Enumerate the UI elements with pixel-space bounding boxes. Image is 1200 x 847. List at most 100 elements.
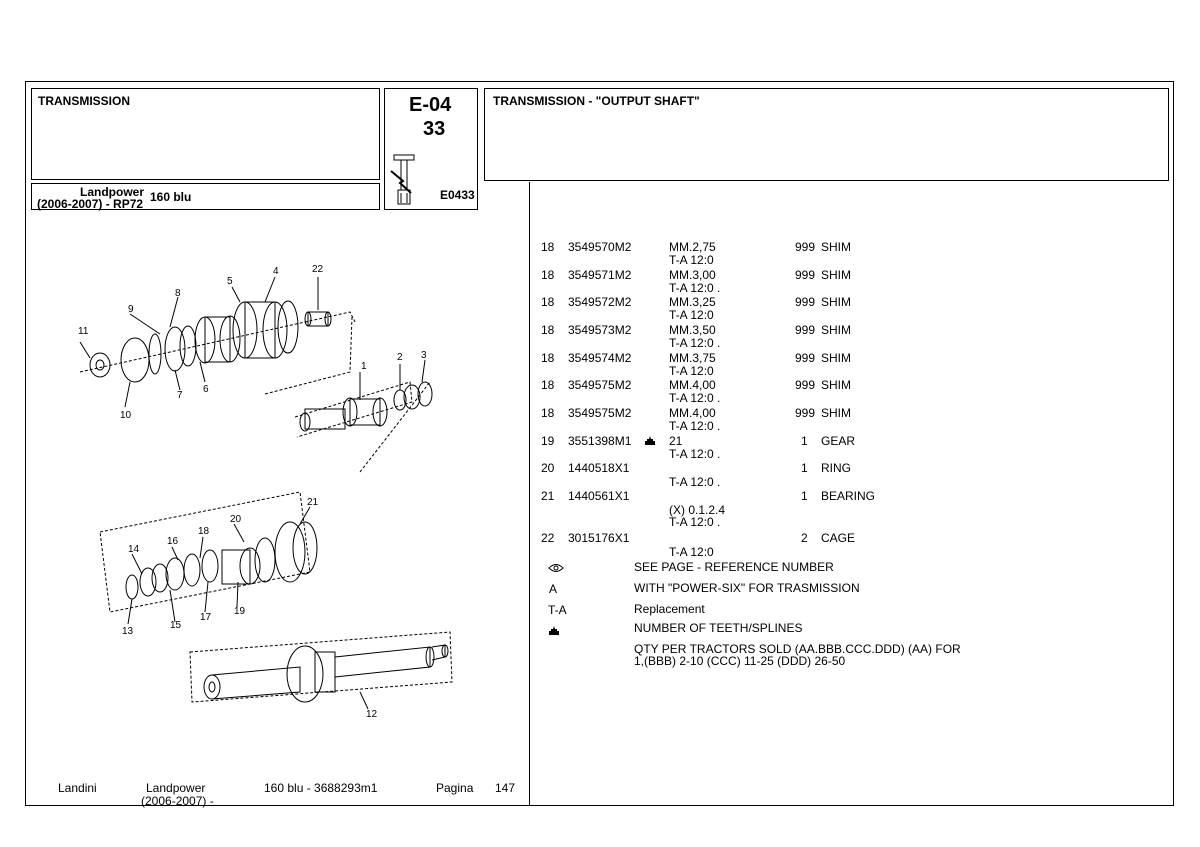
model-suffix: 160 blu bbox=[150, 190, 192, 204]
callout-1: 1 bbox=[361, 361, 367, 372]
legend-item: SEE PAGE - REFERENCE NUMBER bbox=[540, 560, 1140, 574]
part-code: 3015176X1 bbox=[568, 531, 630, 545]
model-line2: (2006-2007) - RP72 bbox=[37, 197, 144, 211]
part-qty: 999 bbox=[795, 406, 816, 420]
legend-text: NUMBER OF TEETH/SPLINES bbox=[634, 621, 803, 635]
part-note: T-A 12:0 . bbox=[669, 336, 721, 350]
part-qty: 999 bbox=[795, 351, 816, 365]
part-qty: 999 bbox=[795, 240, 816, 254]
callout-16: 16 bbox=[167, 536, 179, 547]
legend-item: A WITH "POWER-SIX" FOR TRASMISSION bbox=[540, 581, 1140, 596]
footer-page-label: Pagina bbox=[436, 781, 474, 795]
image-code: E0433 bbox=[440, 188, 475, 202]
callout-7: 7 bbox=[177, 390, 183, 401]
part-ref: 22 bbox=[541, 531, 555, 545]
part-row: 20 1440518X1 1 RING T-A 12:0 . bbox=[540, 462, 1180, 490]
shaft-icon bbox=[390, 154, 415, 205]
part-desc: MM.3,50 bbox=[669, 323, 716, 337]
part-row: 18 3549570M2 MM.2,75 999 SHIM T-A 12:0 bbox=[540, 241, 1180, 269]
part-name: CAGE bbox=[821, 531, 856, 545]
section-subcode: 33 bbox=[423, 118, 446, 140]
part-code: 3549572M2 bbox=[568, 295, 632, 309]
part-row: 19 3551398M1 21 1 GEAR T-A 12:0 . bbox=[540, 435, 1180, 463]
part-ref: 21 bbox=[541, 489, 555, 503]
callout-15: 15 bbox=[170, 620, 182, 631]
page-frame bbox=[25, 81, 1174, 806]
part-note: T-A 12:0 . bbox=[669, 419, 721, 433]
teeth-icon bbox=[548, 625, 560, 639]
part-desc: MM.3,25 bbox=[669, 295, 716, 309]
footer-page-number: 147 bbox=[495, 781, 516, 795]
part-desc: MM.4,00 bbox=[669, 406, 716, 420]
part-code: 3549575M2 bbox=[568, 378, 632, 392]
part-name: BEARING bbox=[821, 489, 876, 503]
legend-item: QTY PER TRACTORS SOLD (AA.BBB.CCC.DDD) (… bbox=[540, 642, 1140, 670]
part-ref: 19 bbox=[541, 434, 555, 448]
part-note: T-A 12:0 bbox=[669, 545, 714, 559]
part-ref: 18 bbox=[541, 240, 555, 254]
legend-text: WITH "POWER-SIX" FOR TRASMISSION bbox=[634, 581, 860, 595]
part-ref: 18 bbox=[541, 406, 555, 420]
part-name: SHIM bbox=[821, 240, 851, 254]
callout-4: 4 bbox=[273, 266, 279, 277]
part-name: SHIM bbox=[821, 378, 851, 392]
legend: SEE PAGE - REFERENCE NUMBER A WITH "POWE… bbox=[540, 560, 1170, 670]
part-ref: 18 bbox=[541, 295, 555, 309]
part-name: SHIM bbox=[821, 295, 851, 309]
callout-2: 2 bbox=[397, 352, 403, 363]
eye-icon bbox=[548, 562, 564, 576]
callout-10: 10 bbox=[120, 410, 132, 421]
part-row: 18 3549571M2 MM.3,00 999 SHIM T-A 12:0 . bbox=[540, 269, 1180, 297]
exploded-parts-diagram: 22 4 5 8 9 11 2 3 1 6 7 10 21 20 18 16 1… bbox=[78, 264, 453, 720]
part-row: 18 3549573M2 MM.3,50 999 SHIM T-A 12:0 . bbox=[540, 324, 1180, 352]
model-box: Landpower (2006-2007) - RP72 160 blu bbox=[31, 183, 380, 211]
callout-19: 19 bbox=[234, 606, 246, 617]
part-note: T-A 12:0 . bbox=[669, 475, 721, 489]
part-desc: MM.3,75 bbox=[669, 351, 716, 365]
part-code: 3551398M1 bbox=[568, 434, 632, 448]
part-qty: 1 bbox=[801, 434, 808, 448]
part-note: T-A 12:0 . bbox=[669, 447, 721, 461]
part-qty: 1 bbox=[801, 489, 808, 503]
part-qty: 999 bbox=[795, 378, 816, 392]
legend-item: NUMBER OF TEETH/SPLINES bbox=[540, 621, 1140, 635]
part-row: 18 3549572M2 MM.3,25 999 SHIM T-A 12:0 bbox=[540, 296, 1180, 324]
legend-symbol: A bbox=[549, 582, 558, 596]
part-note: T-A 12:0 bbox=[669, 253, 714, 267]
legend-text: Replacement bbox=[634, 602, 705, 616]
part-ref: 18 bbox=[541, 378, 555, 392]
callout-5: 5 bbox=[227, 276, 233, 287]
part-row: 18 3549575M2 MM.4,00 999 SHIM T-A 12:0 . bbox=[540, 379, 1180, 407]
part-row: 18 3549575M2 MM.4,00 999 SHIM T-A 12:0 . bbox=[540, 407, 1180, 435]
part-name: GEAR bbox=[821, 434, 856, 448]
part-desc: 21 bbox=[669, 434, 683, 448]
part-name: SHIM bbox=[821, 351, 851, 365]
part-note: (X) 0.1.2.4 bbox=[669, 503, 726, 517]
callout-11: 11 bbox=[78, 326, 89, 337]
part-row: 22 3015176X1 2 CAGE T-A 12:0 bbox=[540, 532, 1180, 560]
part-note-2: T-A 12:0 . bbox=[669, 515, 721, 529]
part-name: SHIM bbox=[821, 268, 851, 282]
part-note: T-A 12:0 bbox=[669, 364, 714, 378]
legend-item: T-A Replacement bbox=[540, 602, 1140, 617]
parts-list: 18 3549570M2 MM.2,75 999 SHIM T-A 12:0 1… bbox=[540, 241, 1170, 561]
part-desc: MM.3,00 bbox=[669, 268, 716, 282]
footer-brand: Landini bbox=[58, 781, 97, 795]
teeth-icon bbox=[644, 436, 656, 449]
section-title-box: TRANSMISSION bbox=[31, 88, 380, 180]
legend-text: SEE PAGE - REFERENCE NUMBER bbox=[634, 560, 834, 574]
part-qty: 999 bbox=[795, 268, 816, 282]
part-code: 3549571M2 bbox=[568, 268, 632, 282]
legend-symbol: T-A bbox=[548, 603, 567, 617]
part-note: T-A 12:0 . bbox=[669, 281, 721, 295]
part-row: 18 3549574M2 MM.3,75 999 SHIM T-A 12:0 bbox=[540, 352, 1180, 380]
callout-18: 18 bbox=[198, 526, 210, 537]
part-qty: 2 bbox=[801, 531, 808, 545]
part-code: 3549570M2 bbox=[568, 240, 632, 254]
part-note: T-A 12:0 . bbox=[669, 391, 721, 405]
part-desc: MM.2,75 bbox=[669, 240, 716, 254]
callout-6: 6 bbox=[203, 384, 209, 395]
part-qty: 999 bbox=[795, 323, 816, 337]
part-row: 21 1440561X1 1 BEARING (X) 0.1.2.4 T-A 1… bbox=[540, 490, 1180, 530]
part-desc: MM.4,00 bbox=[669, 378, 716, 392]
